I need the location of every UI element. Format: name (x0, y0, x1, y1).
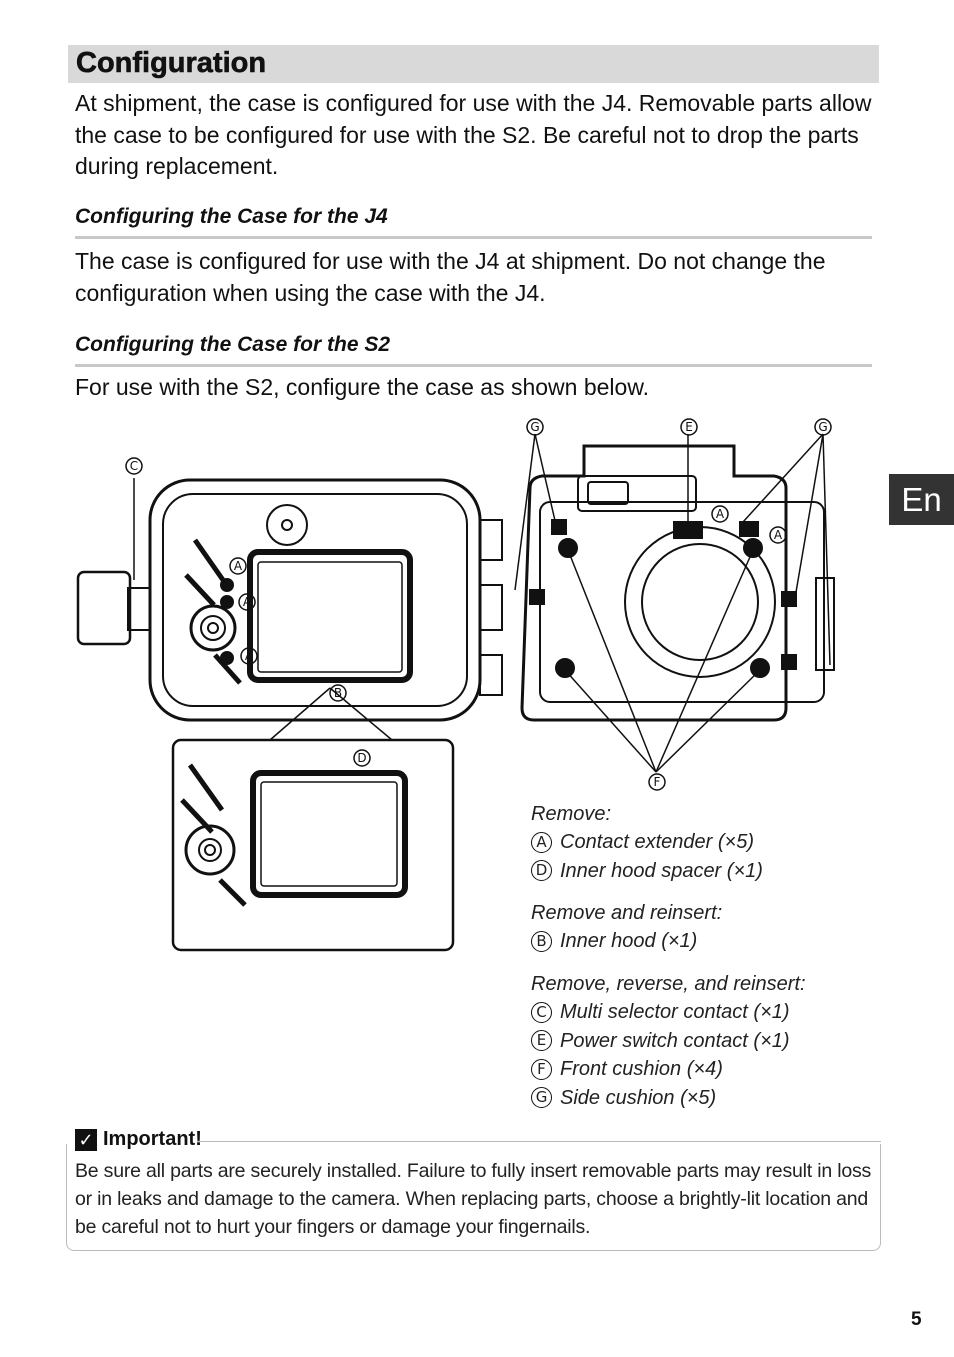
legend-item: C Multi selector contact (×1) (531, 998, 861, 1027)
legend-reinsert-head: Remove and reinsert: (531, 902, 723, 924)
j4-paragraph: The case is configured for use with the … (75, 248, 826, 306)
legend-item: B Inner hood (×1) (531, 927, 861, 956)
callout-a-body-1: A (716, 507, 725, 521)
heading-s2: Configuring the Case for the S2 (75, 330, 872, 367)
legend-letter: C (531, 1001, 552, 1023)
callout-a-body-2: A (774, 528, 783, 542)
legend-text: Inner hood spacer (×1) (560, 859, 763, 882)
language-tab: En (889, 474, 954, 525)
legend-letter: F (531, 1058, 552, 1080)
case-diagram: C G E G A A A A A B D F (76, 418, 835, 952)
legend-text: Multi selector contact (×1) (560, 1001, 790, 1023)
title-bar (68, 45, 879, 83)
callout-e: E (685, 420, 693, 434)
callout-d: D (357, 751, 366, 765)
s2-paragraph: For use with the S2, configure the case … (75, 374, 650, 400)
heading-s2-text: Configuring the Case for the S2 (75, 333, 391, 356)
important-rule (197, 1141, 881, 1142)
legend-item: A Contact extender (×5) (531, 828, 861, 857)
callout-a-door-2: A (243, 595, 252, 609)
heading-j4: Configuring the Case for the J4 (75, 202, 872, 239)
intro-paragraph: At shipment, the case is configured for … (75, 90, 872, 179)
legend-text: Inner hood (×1) (560, 930, 698, 952)
page-number: 5 (911, 1309, 922, 1330)
legend-reverse: Remove, reverse, and reinsert: C Multi se… (531, 970, 861, 1112)
legend-item: G Side cushion (×5) (531, 1084, 861, 1113)
check-icon: ✓ (75, 1128, 97, 1151)
callout-a-door-1: A (234, 559, 243, 573)
legend-text: Front cushion (×4) (560, 1058, 723, 1080)
legend-letter: B (531, 930, 552, 952)
inner-hood-inset (171, 738, 455, 952)
case-body-illustration (514, 433, 835, 773)
back-door-illustration (76, 478, 503, 741)
legend-item: F Front cushion (×4) (531, 1055, 861, 1084)
legend-letter: G (531, 1087, 552, 1109)
callout-a-door-3: A (245, 649, 254, 663)
legend-item: D Inner hood spacer (×1) (531, 857, 861, 886)
callout-g-left: G (530, 420, 539, 434)
callout-c: C (130, 459, 138, 473)
legend-text: Side cushion (×5) (560, 1086, 717, 1109)
callout-f: F (654, 775, 661, 789)
page-title: Configuration (76, 47, 267, 80)
legend-text: Power switch contact (×1) (560, 1029, 790, 1052)
heading-j4-text: Configuring the Case for the J4 (75, 205, 388, 228)
legend-text: Contact extender (×5) (560, 831, 754, 853)
important-label: Important! (103, 1128, 202, 1150)
callout-b: B (334, 686, 342, 700)
important-text: Be sure all parts are securely installed… (75, 1160, 872, 1239)
legend-reinsert: Remove and reinsert: B Inner hood (×1) (531, 899, 861, 956)
legend-letter: A (531, 831, 552, 853)
important-heading: ✓ Important! (75, 1128, 202, 1151)
legend-letter: E (531, 1030, 552, 1052)
important-box (66, 1144, 881, 1251)
legend-letter: D (531, 860, 552, 882)
legend-remove: Remove: A Contact extender (×5) D Inner ho… (531, 800, 861, 885)
legend-item: E Power switch contact (×1) (531, 1027, 861, 1056)
callout-g-right: G (818, 420, 827, 434)
legend-remove-head: Remove: (531, 803, 612, 825)
legend-reverse-head: Remove, reverse, and reinsert: (531, 973, 806, 995)
